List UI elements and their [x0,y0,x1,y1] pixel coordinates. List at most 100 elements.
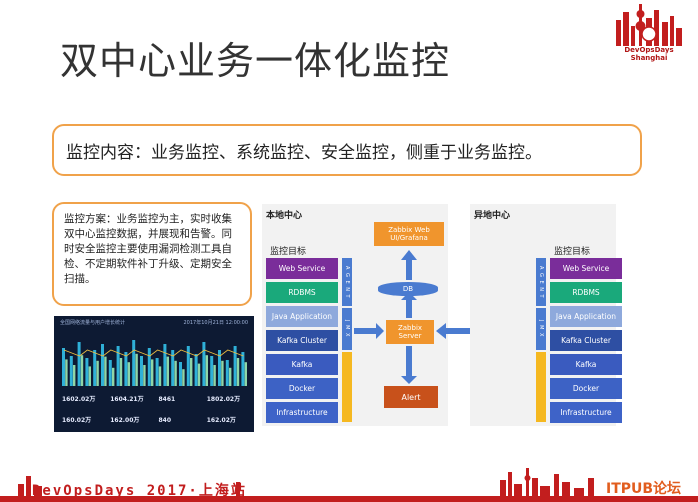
remote-agent-stripe: A G E N T [536,258,546,306]
dashboard-bar [77,342,81,386]
dashboard-bar [151,359,154,386]
footer: DevOpsDays 2017·上海站 ITPUB论坛 [0,462,698,502]
dashboard-bar [236,358,240,386]
layer-java-application: Java Application [266,306,338,327]
layer-rdbms: RDBMS [266,282,338,303]
arrow-icon [354,323,384,339]
dashboard-bar [108,360,112,386]
dashboard-bar [229,367,232,386]
footer-site-logo: ITPUB论坛 [606,481,682,497]
layer-kafka: Kafka [550,354,622,375]
dashboard-stat: 162.02万 [206,417,236,424]
dashboard-stat: 160.02万 [62,417,92,424]
layer-web-service: Web Service [550,258,622,279]
dashboard-bar [158,366,162,386]
dashboard-bar [65,359,68,386]
devopsdays-logo: DevOpsDays Shanghai [610,0,688,62]
dashboard-bar [116,346,120,386]
dashboard-bar [96,360,99,386]
local-agent-stripe: A G E N T [342,258,352,306]
alert-box: Alert [384,386,438,408]
dashboard-bar [80,355,84,386]
arrow-icon [401,346,417,384]
dashboard-stat: 1604.21万 [110,396,144,403]
dashboard-bar [194,354,198,386]
dashboard-bar [210,356,214,386]
layer-web-service: Web Service [266,258,338,279]
dashboard-bar [179,362,182,386]
dashboard-stat: 1802.02万 [206,396,241,403]
local-monitor-label: 监控目标 [270,247,307,257]
dashboard-bar [104,356,107,386]
dashboard-bar [73,365,76,386]
layer-kafka-cluster: Kafka Cluster [266,330,338,351]
dashboard-bar [155,358,159,386]
dashboard-bar [85,358,89,386]
remote-agent-stripe-yellow [536,352,546,422]
remote-jmx-stripe: J M X [536,308,546,350]
dashboard-bar [205,355,208,386]
arrow-icon [401,250,417,280]
dashboard-header-right: 2017年10月21日 12:00:00 [183,320,249,326]
monitor-plan-box: 监控方案：业务监控为主，实时收集双中心监控数据，并展现和告警。同时安全监控主要使… [52,202,252,306]
local-jmx-stripe: J M X [342,308,352,350]
dashboard-bar [163,344,167,386]
dashboard-bar [244,362,247,386]
dashboard-bar [197,363,201,386]
remote-monitor-label: 监控目标 [554,247,591,257]
layer-kafka: Kafka [266,354,338,375]
shanghai-skyline-icon [616,4,682,46]
dashboard-stat: 1602.02万 [62,396,96,403]
layer-infrastructure: Infrastructure [266,402,338,423]
dashboard-bar [143,365,146,386]
dashboard-bar [225,360,229,386]
dashboard-bar [132,340,136,386]
dashboard-bar [93,350,97,386]
dashboard-bar [101,344,104,386]
dashboard-bar [62,348,65,386]
dashboard-bar [213,365,216,386]
dashboard-bar [241,352,245,386]
layer-kafka-cluster: Kafka Cluster [550,330,622,351]
footer-skyline-icon [0,468,698,502]
dashboard-bar [171,350,175,386]
zabbix-server-box: Zabbix Server [386,320,434,344]
dashboard-bar [88,366,91,386]
monitor-content-box: 监控内容：业务监控、系统监控、安全监控，侧重于业务监控。 [52,124,642,176]
dashboard-stat: 162.00万 [110,417,140,424]
dashboard-bar [119,358,123,386]
dashboard-stats: 1602.02万 1604.21万 8461 1802.02万 160.02万 … [58,390,250,430]
dashboard-bar [174,360,177,386]
footer-brand: DevOpsDays 2017·上海站 [32,483,247,499]
local-center-title: 本地中心 [266,211,303,221]
layer-java-application: Java Application [550,306,622,327]
dashboard-bar [182,369,185,386]
dashboard-stat: 840 [158,417,172,424]
dashboard-bar [140,356,143,386]
database-icon: DB [378,282,438,296]
local-agent-stripe-yellow [342,352,352,422]
dashboard-screenshot: 全国网络流量与用户增长统计 2017年10月21日 12:00:00 1602.… [54,316,254,432]
layer-docker: Docker [550,378,622,399]
dashboard-bar [112,367,115,386]
remote-center-title: 异地中心 [474,211,511,221]
dashboard-bar [127,362,130,386]
dashboard-header-left: 全国网络流量与用户增长统计 [60,320,126,326]
dashboard-bar [190,358,193,386]
arrow-icon [401,292,417,318]
remote-layer-stack: Web Service RDBMS Java Application Kafka… [550,258,622,423]
dashboard-bar [135,353,138,386]
dashboard-bar [233,346,237,386]
layer-rdbms: RDBMS [550,282,622,303]
dashboard-bar [124,352,128,386]
zabbix-web-ui-box: Zabbix Web UI/Grafana [374,222,444,246]
layer-docker: Docker [266,378,338,399]
dashboard-bar [218,350,221,386]
logo-text: DevOpsDays Shanghai [624,46,674,62]
layer-infrastructure: Infrastructure [550,402,622,423]
dashboard-bar [69,356,73,386]
local-layer-stack: Web Service RDBMS Java Application Kafka… [266,258,338,423]
dashboard-bar [186,346,190,386]
dashboard-bar [202,342,206,386]
dashboard-bar [221,360,224,386]
